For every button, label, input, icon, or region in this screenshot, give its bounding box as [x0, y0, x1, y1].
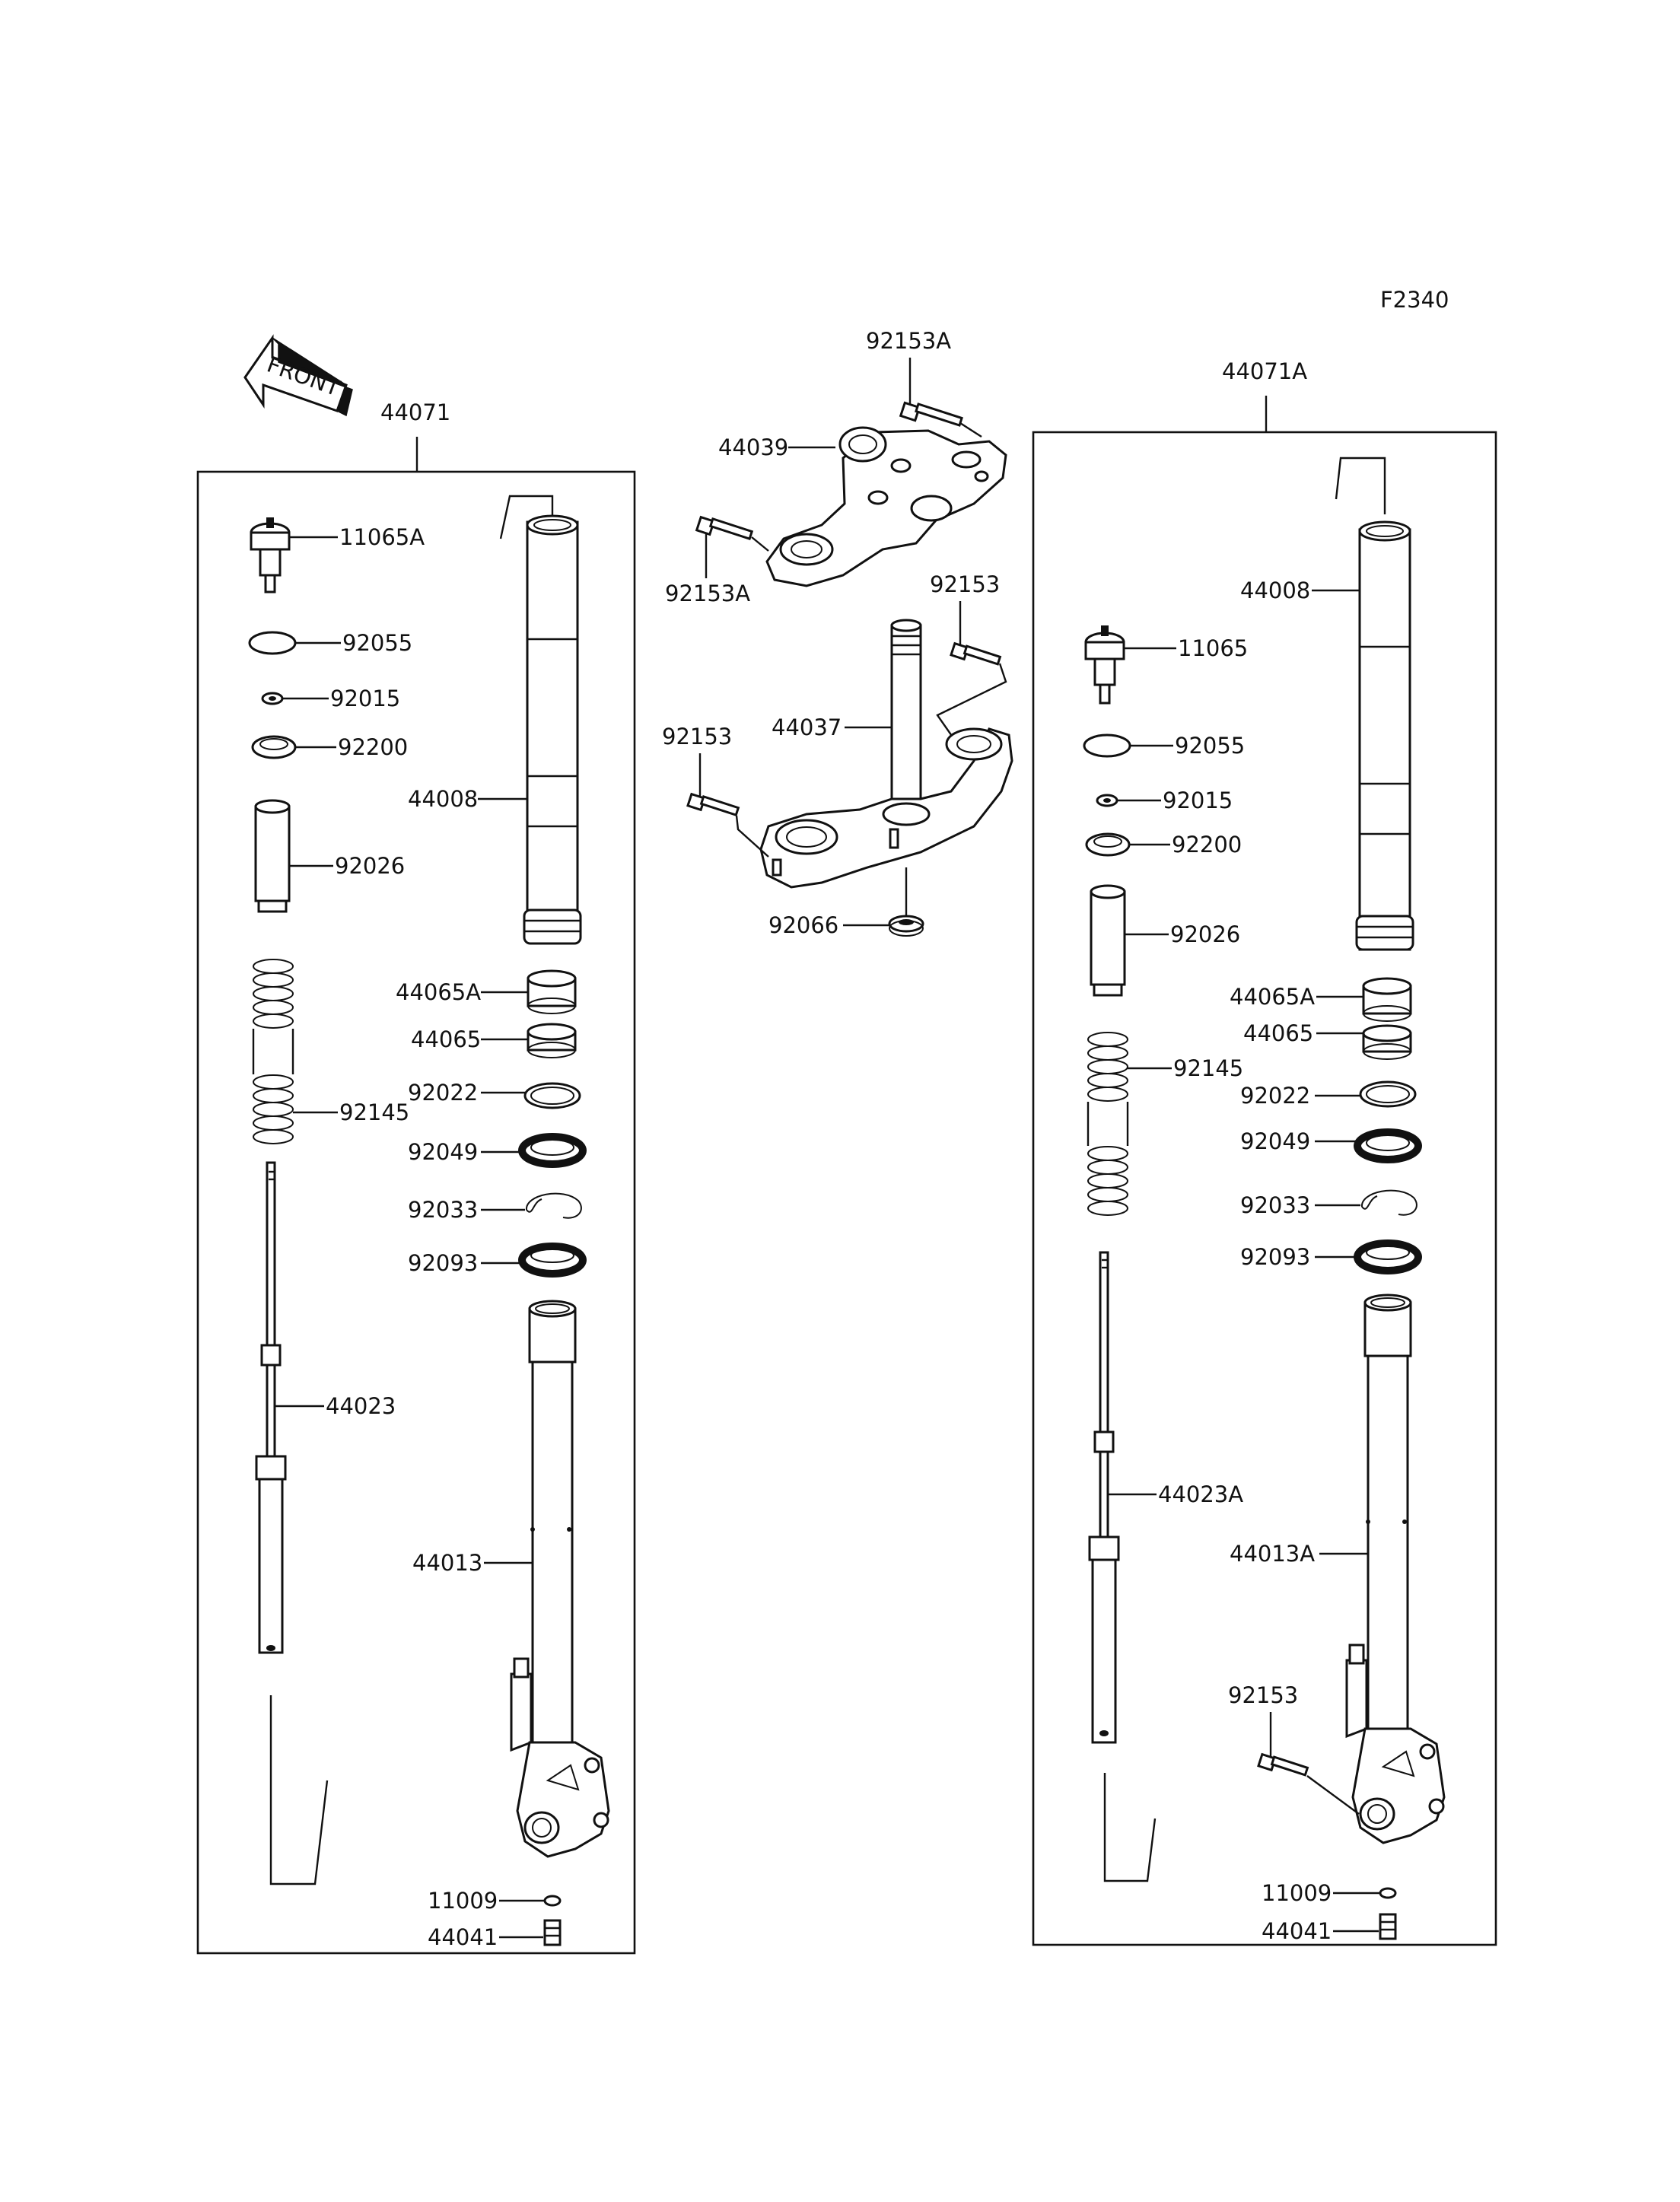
label-44065A: 44065A — [396, 979, 481, 1005]
part-44065 — [527, 1023, 577, 1058]
part-92026 — [254, 799, 291, 913]
part-44039-upper-clamp — [765, 426, 1007, 587]
label-92026: 92026 — [335, 853, 405, 879]
label-44023A: 44023A — [1158, 1481, 1243, 1507]
figure-code: F2340 — [1380, 287, 1449, 313]
label-92145-right: 92145 — [1173, 1055, 1243, 1081]
label-11065: 11065 — [1178, 635, 1248, 661]
label-44039: 44039 — [718, 434, 788, 460]
right-fork-assembly: 44071A 44008 11065 92 — [1032, 358, 1497, 1946]
part-44037-lower-clamp — [759, 619, 1013, 889]
label-44065A-right: 44065A — [1230, 984, 1315, 1010]
part-92153-right — [950, 641, 1002, 666]
label-92153-right: 92153 — [930, 571, 1000, 597]
part-92153A-top — [899, 401, 963, 427]
part-92093 — [518, 1243, 587, 1278]
part-92093-right — [1354, 1239, 1422, 1274]
part-44008-right — [1355, 520, 1414, 951]
label-44013: 44013 — [412, 1550, 482, 1576]
label-44008: 44008 — [408, 786, 478, 812]
steering-clamp-group: 92153A 44039 92153A — [662, 328, 1013, 938]
part-44041 — [543, 1919, 562, 1946]
label-92093: 92093 — [408, 1250, 478, 1276]
part-92145-right — [1087, 1032, 1129, 1216]
label-92200: 92200 — [338, 734, 408, 760]
label-44037: 44037 — [772, 714, 842, 740]
part-92015-right — [1096, 794, 1118, 807]
part-92200-right — [1085, 832, 1131, 857]
part-11009 — [543, 1895, 562, 1907]
part-44065A — [527, 969, 577, 1014]
label-44008-right: 44008 — [1240, 578, 1310, 603]
label-92153A-top: 92153A — [866, 328, 951, 354]
label-92033: 92033 — [408, 1197, 478, 1223]
part-44023 — [255, 1161, 287, 1654]
part-92049 — [518, 1133, 587, 1168]
part-92033 — [525, 1192, 582, 1219]
left-fork-assembly: 44071 11065A 92055 92015 92200 — [196, 399, 636, 1955]
label-44023: 44023 — [326, 1393, 396, 1419]
label-92093-right: 92093 — [1240, 1244, 1310, 1270]
part-92153-right-assembly — [1257, 1752, 1309, 1777]
right-assembly-frame — [1032, 431, 1497, 1946]
part-44065-right — [1362, 1024, 1412, 1060]
part-44041-right — [1379, 1913, 1397, 1940]
part-92200 — [251, 735, 297, 759]
label-92022: 92022 — [408, 1080, 478, 1106]
part-92026-right — [1090, 884, 1126, 997]
label-92026-right: 92026 — [1170, 921, 1240, 947]
part-92066 — [888, 915, 924, 937]
part-11065A — [250, 517, 291, 593]
label-11065A: 11065A — [339, 524, 425, 550]
part-92015 — [261, 692, 284, 705]
label-92153A-left: 92153A — [665, 581, 750, 606]
label-44041-right: 44041 — [1262, 1918, 1332, 1944]
part-11065 — [1084, 625, 1125, 705]
label-92200-right: 92200 — [1172, 832, 1242, 858]
part-92145 — [252, 959, 294, 1144]
label-92153-left: 92153 — [662, 724, 732, 749]
label-44041: 44041 — [428, 1924, 498, 1950]
label-92066: 92066 — [768, 912, 838, 938]
label-92015-right: 92015 — [1163, 788, 1233, 813]
part-44023A — [1088, 1251, 1120, 1744]
part-11009-right — [1379, 1887, 1397, 1899]
label-92055-right: 92055 — [1175, 733, 1245, 759]
label-44013A: 44013A — [1230, 1541, 1315, 1567]
label-11009-right: 11009 — [1262, 1880, 1332, 1906]
part-92055 — [248, 631, 297, 655]
part-44065A-right — [1362, 977, 1412, 1022]
part-44013A — [1345, 1294, 1446, 1844]
label-92015: 92015 — [330, 686, 400, 711]
label-92049: 92049 — [408, 1139, 478, 1165]
label-44065: 44065 — [411, 1026, 481, 1052]
label-92049-right: 92049 — [1240, 1128, 1310, 1154]
label-92153-right-assembly: 92153 — [1228, 1682, 1298, 1708]
part-92055-right — [1083, 733, 1131, 758]
left-assembly-number: 44071 — [380, 399, 450, 425]
part-44008 — [523, 514, 582, 945]
front-arrow-icon: FRONT — [243, 334, 353, 417]
label-92033-right: 92033 — [1240, 1192, 1310, 1218]
label-92055: 92055 — [342, 630, 412, 656]
right-assembly-number: 44071A — [1222, 358, 1307, 384]
part-92153A-left — [695, 515, 754, 540]
part-92033-right — [1360, 1189, 1418, 1216]
part-92049-right — [1354, 1128, 1422, 1163]
part-92153-left — [686, 792, 740, 817]
part-44013 — [510, 1300, 610, 1858]
label-92022-right: 92022 — [1240, 1083, 1310, 1109]
label-92145: 92145 — [339, 1099, 409, 1125]
label-44065-right: 44065 — [1243, 1020, 1313, 1046]
label-11009: 11009 — [428, 1888, 498, 1914]
